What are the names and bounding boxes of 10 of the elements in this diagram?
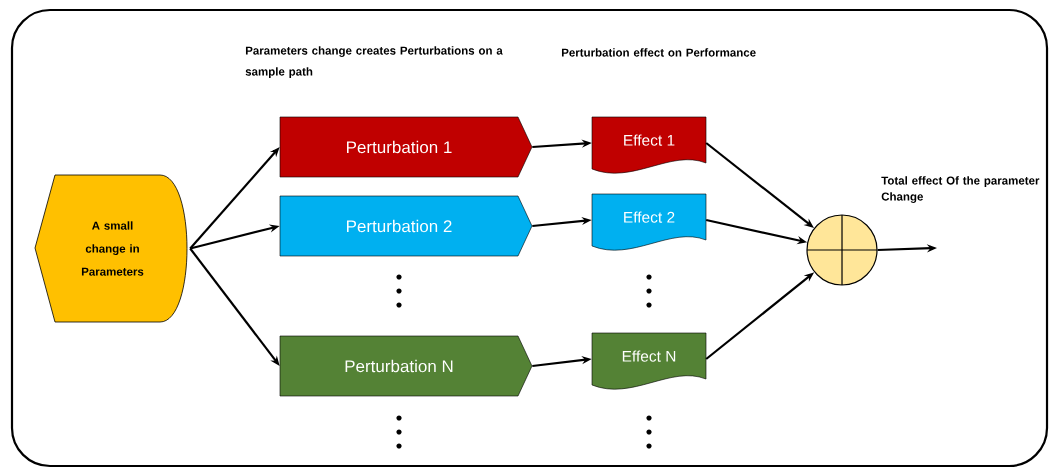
arrow bbox=[189, 147, 280, 250]
document-box: Effect 2 bbox=[591, 193, 707, 251]
caption-text: Total effect Of the parameter Change bbox=[881, 176, 1040, 203]
summing-junction bbox=[806, 214, 878, 286]
arrow bbox=[189, 247, 280, 366]
heading-text: Perturbation effect on Performance bbox=[562, 48, 756, 57]
heading-text: Parameters change creates Perturbations on a sample path bbox=[245, 46, 503, 78]
document-box: Effect 1 bbox=[591, 116, 707, 174]
hexagon-box: A small change in Parameters bbox=[34, 174, 188, 323]
document-box: Effect N bbox=[591, 332, 707, 390]
